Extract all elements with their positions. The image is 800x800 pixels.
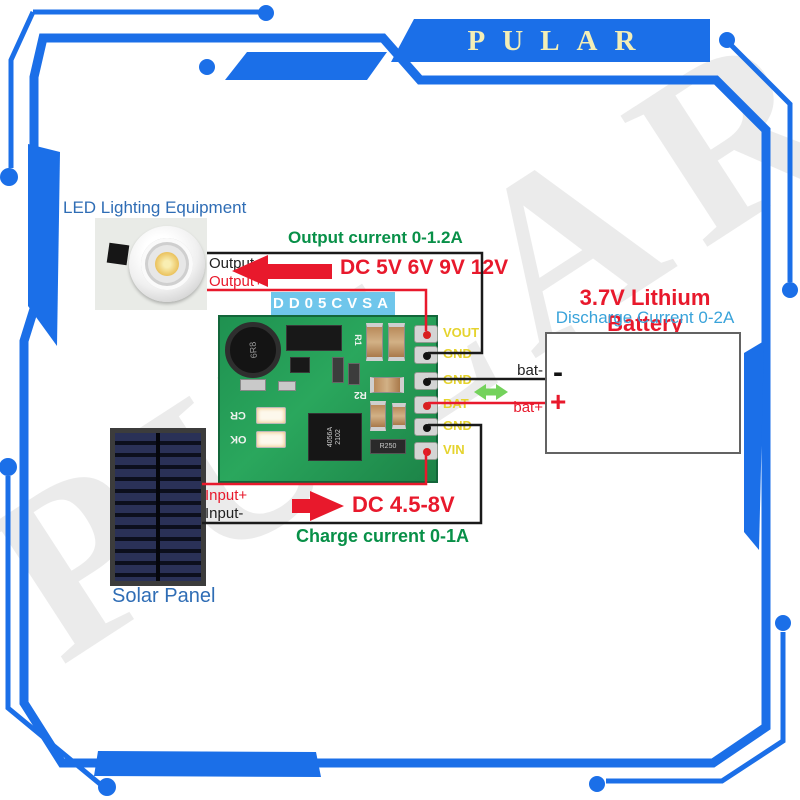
ic-chip (286, 325, 342, 351)
output-current-label: Output current 0-1.2A (288, 228, 463, 247)
trace-dot (775, 615, 791, 631)
lamp-bulb-glow (155, 252, 179, 276)
status-led (256, 407, 286, 424)
passive-component (240, 379, 266, 391)
resistor (348, 363, 360, 385)
trace-dot (589, 776, 605, 792)
bat-negative-wire-label: bat- (517, 362, 543, 379)
input-negative-label: Input- (205, 505, 244, 522)
trace-dot (0, 458, 17, 476)
module-model-badge: DD05CVSA (271, 292, 395, 316)
frame-trace-topleft (8, 10, 36, 168)
input-voltage-label: DC 4.5-8V (352, 492, 455, 517)
pad-gnd3 (414, 418, 438, 436)
arrow-input-right (292, 491, 344, 521)
pin-label-vout: VOUT (443, 325, 480, 340)
led-section-title: LED Lighting Equipment (63, 198, 247, 217)
capacitor (392, 403, 406, 429)
arrow-output-left (232, 255, 332, 287)
capacitor (366, 323, 383, 361)
wire-gnd-to-inputneg (202, 423, 483, 525)
frame-fill-right-strip (744, 341, 764, 550)
battery-box: - + (545, 332, 741, 454)
battery-title: 3.7V Lithium Battery (579, 285, 711, 336)
capacitor (370, 377, 404, 393)
pad-gnd2 (414, 372, 438, 390)
status-led (256, 431, 286, 448)
resistor-r250: R250 (370, 439, 406, 454)
passive-component (278, 381, 296, 391)
resistor (332, 357, 344, 383)
ic-chip-small (290, 357, 310, 373)
wire-output-positive (207, 288, 428, 331)
frame-fill-left-strip (28, 144, 60, 346)
input-positive-label: Input+ (205, 487, 248, 504)
frame-trace-bottomright (606, 632, 786, 784)
charge-current-label: Charge current 0-1A (296, 526, 470, 546)
frame-fill-top-parallelogram (225, 52, 387, 80)
trace-dot (782, 282, 798, 298)
trace-dot (98, 778, 116, 796)
solar-panel-divider (156, 433, 160, 581)
frame-trace-bottomleft (5, 476, 102, 786)
trace-dot (258, 5, 274, 21)
battery-positive-terminal: + (550, 386, 567, 417)
inductor-component: 6R8 (225, 322, 281, 378)
trace-dot (719, 32, 735, 48)
capacitor (388, 323, 405, 361)
battery-subtitle: Discharge Current 0-2A (555, 308, 735, 327)
trace-dot (0, 168, 18, 186)
arrow-bidirectional-green (474, 384, 508, 400)
capacitor (370, 401, 386, 431)
battery-negative-terminal: - (553, 356, 563, 389)
frame-trace-topright (729, 43, 793, 282)
led-downlight (129, 226, 205, 302)
logo-banner (391, 19, 710, 62)
solar-panel-image (110, 428, 206, 586)
frame-fill-bottom-bar (94, 751, 321, 777)
trace-dot (199, 59, 215, 75)
wire-output-negative (207, 251, 484, 355)
wire-vin-to-inputpos (202, 450, 428, 486)
brand-logo: PULAR (467, 25, 653, 57)
pin-label-vin: VIN (443, 442, 465, 457)
pad-bat (414, 396, 438, 414)
pad-gnd1 (414, 346, 438, 364)
solar-panel-title: Solar Panel (112, 585, 216, 607)
output-voltage-label: DC 5V 6V 9V 12V (340, 256, 509, 279)
led-lamp-image (95, 218, 207, 310)
